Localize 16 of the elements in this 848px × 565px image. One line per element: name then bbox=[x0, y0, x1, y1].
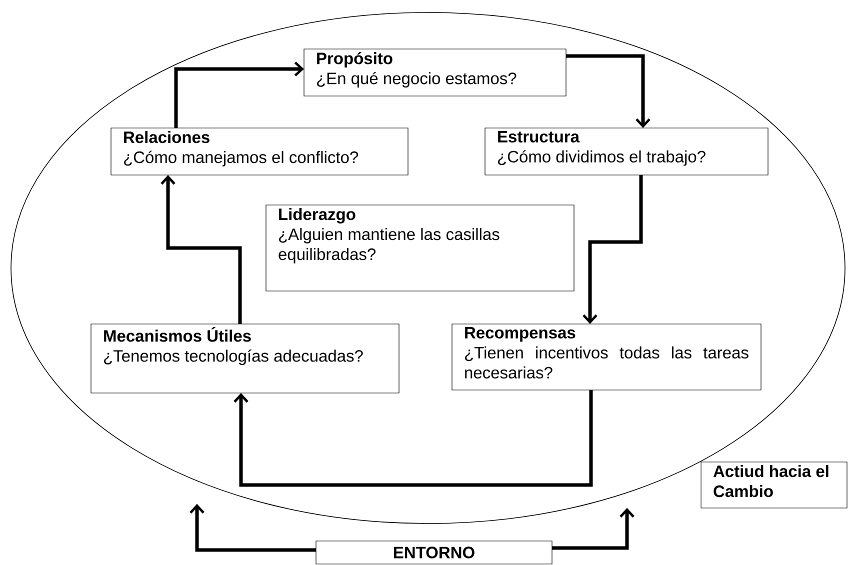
arrow bbox=[174, 62, 304, 128]
text-box: Propósito ¿En qué negocio estamos? bbox=[304, 48, 566, 96]
arrow bbox=[160, 175, 242, 324]
arrow bbox=[566, 54, 650, 128]
arrow bbox=[552, 508, 634, 550]
text-box: Liderazgo ¿Alguien mantiene las casillas equilibradas? bbox=[266, 204, 574, 292]
text-box: Recompensas ¿Tienen incentivos todas las tareas necesarias? bbox=[452, 324, 762, 390]
text-box: Relaciones ¿Cómo manejamos el conflicto? bbox=[110, 128, 408, 176]
arrow bbox=[582, 175, 643, 324]
text-box: Actiud hacia el Cambio bbox=[700, 462, 848, 508]
text-box: ENTORNO bbox=[316, 540, 552, 564]
text-box: Estructura ¿Cómo dividimos el trabajo? bbox=[484, 128, 768, 176]
text-box: Mecanismos Útiles ¿Tenemos tecnologías adecuadas? bbox=[90, 324, 400, 394]
ellipse-shape bbox=[10, 12, 846, 524]
arrow bbox=[190, 504, 316, 552]
arrow bbox=[234, 390, 593, 487]
